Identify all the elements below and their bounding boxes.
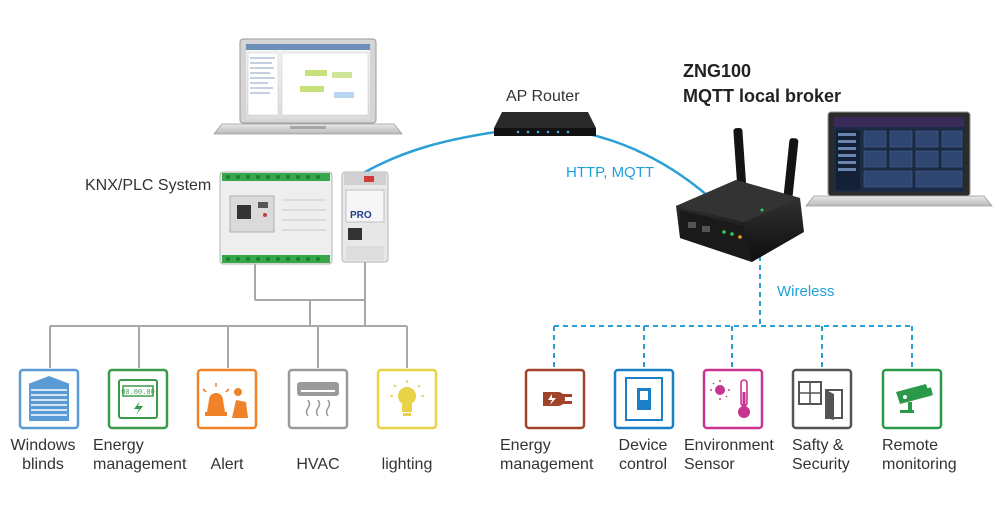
hvac-icon	[287, 368, 349, 430]
plc-controller	[219, 171, 333, 265]
power-plug-icon	[524, 368, 586, 430]
window-blinds-icon	[18, 368, 80, 430]
ap-router-device	[494, 112, 596, 136]
zng100-gateway	[676, 127, 804, 262]
thermometer-sun-icon	[702, 368, 764, 430]
wireless-label: Wireless	[777, 283, 835, 300]
broker-subtitle: MQTT local broker	[683, 86, 842, 106]
uplink-cable	[354, 127, 709, 197]
http-mqtt-label: HTTP, MQTT	[566, 164, 655, 181]
device-label-alert: Alert	[210, 456, 244, 473]
energy-meter-icon: 00.00.00	[107, 368, 169, 430]
device-label-lighting: lighting	[381, 456, 433, 473]
security-camera-icon	[881, 368, 943, 430]
svg-text:PRO: PRO	[350, 210, 372, 221]
knx-system-label: KNX/PLC System	[85, 177, 212, 194]
wired-bus	[49, 262, 408, 368]
window-door-icon	[791, 368, 853, 430]
svg-text:00.00.00: 00.00.00	[121, 389, 155, 397]
wall-switch-icon	[613, 368, 675, 430]
dashboard-laptop	[805, 111, 993, 207]
light-bulb-icon	[376, 368, 438, 430]
programming-laptop	[213, 38, 403, 135]
alert-siren-icon	[196, 368, 258, 430]
wireless-links	[553, 256, 913, 368]
broker-title: ZNG100	[683, 61, 752, 81]
device-label-safety-security: Safty &Security	[792, 437, 850, 473]
knx-ip-router: PRO	[341, 171, 389, 263]
ap-router-label: AP Router	[506, 88, 580, 105]
device-label-hvac: HVAC	[296, 456, 340, 473]
